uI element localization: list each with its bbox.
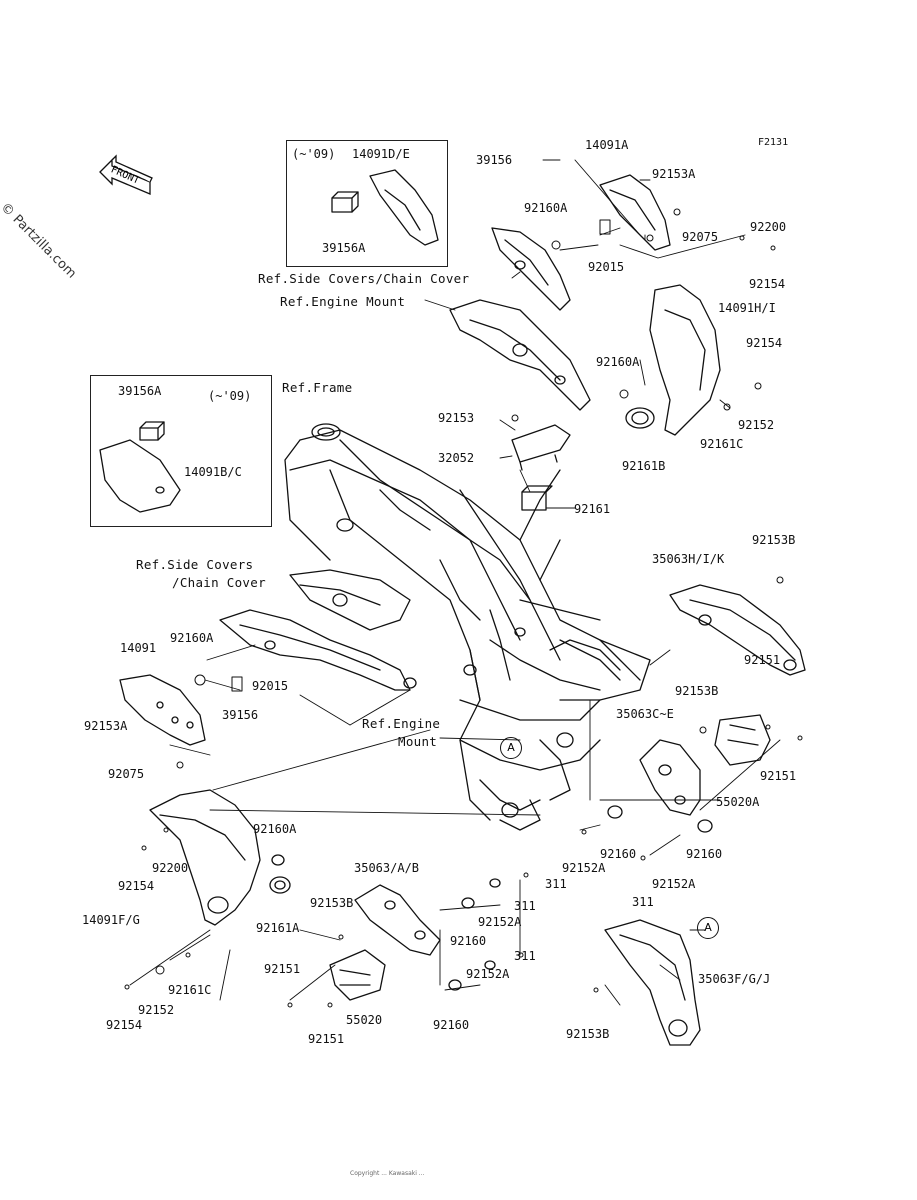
- part-label: 92161B: [622, 459, 666, 473]
- ref-frame: Ref.Frame: [282, 380, 353, 395]
- part-label: 92154: [106, 1018, 143, 1032]
- cover-14091fg-drawing: [149, 789, 291, 926]
- inset-left-part-b: 14091B/C: [184, 465, 242, 479]
- inset-top-part-a: 14091D/E: [352, 147, 410, 161]
- part-label: 92160: [450, 934, 487, 948]
- part-label: 311: [545, 877, 567, 891]
- copyright-notice: Copyright ... Kawasaki ...: [350, 1170, 425, 1177]
- part-label: 92153: [438, 411, 475, 425]
- engine-mount-ref-left-drawing: [219, 609, 417, 691]
- ref-engine-mount-mid-1: Ref.Engine: [362, 716, 441, 731]
- footrest-c-e-drawing: [607, 714, 771, 833]
- side-cover-upper-drawing: [491, 227, 571, 311]
- part-label: 92153A: [84, 719, 128, 733]
- inset-top-part-b: 39156A: [322, 241, 366, 255]
- part-label: 92015: [252, 679, 289, 693]
- part-label: 92200: [152, 861, 189, 875]
- part-label: 92160: [600, 847, 637, 861]
- part-label: 311: [632, 895, 654, 909]
- part-label: 14091: [120, 641, 157, 655]
- part-label: 92151: [264, 962, 301, 976]
- part-label: 35063C~E: [616, 707, 674, 721]
- cover-14091a-drawing: [599, 174, 671, 251]
- part-label: 92152A: [466, 967, 510, 981]
- part-label: 92152A: [562, 861, 606, 875]
- part-label: 92151: [308, 1032, 345, 1046]
- callout-a-frame: A: [500, 737, 522, 759]
- part-label: 92160: [433, 1018, 470, 1032]
- ref-side-covers-top: Ref.Side Covers/Chain Cover: [258, 271, 470, 286]
- bracket-32052-drawing: [511, 424, 571, 511]
- part-label: 92152A: [478, 915, 522, 929]
- inset-box-left: [90, 375, 272, 527]
- part-label: 14091A: [585, 138, 629, 152]
- inset-top-part-drawing: [331, 169, 439, 246]
- part-label: 92160A: [253, 822, 297, 836]
- part-label: 32052: [438, 451, 475, 465]
- side-cover-ref-left-drawing: [289, 569, 411, 631]
- part-label: 311: [514, 949, 536, 963]
- inset-top-year: (~'09): [292, 147, 336, 161]
- part-label: 92075: [108, 767, 145, 781]
- side-cover-left-drawing: [119, 674, 206, 746]
- part-label: 92075: [682, 230, 719, 244]
- ref-side-covers-left-2: /Chain Cover: [172, 575, 266, 590]
- part-label: 39156: [476, 153, 513, 167]
- part-label: 92151: [744, 653, 781, 667]
- part-label: 39156: [222, 708, 259, 722]
- part-label: 92161A: [256, 921, 300, 935]
- cover-14091hi-drawing: [625, 284, 721, 436]
- part-label: 35063/A/B: [354, 861, 420, 875]
- part-label: 92161C: [700, 437, 744, 451]
- inset-left-year: (~'09): [208, 389, 252, 403]
- part-label: 92154: [746, 336, 783, 350]
- footrest-right-drawing: [669, 584, 806, 676]
- part-label: 92153A: [652, 167, 696, 181]
- part-label: 92152: [738, 418, 775, 432]
- footrest-f-g-j-drawing: [604, 919, 701, 1046]
- part-label: 311: [514, 899, 536, 913]
- part-label: 92154: [118, 879, 155, 893]
- part-label: 92151: [760, 769, 797, 783]
- part-label: 92153B: [752, 533, 796, 547]
- part-label: 92152: [138, 1003, 175, 1017]
- part-label: 92160: [686, 847, 723, 861]
- part-label: 14091H/I: [718, 301, 776, 315]
- part-label: 14091F/G: [82, 913, 140, 927]
- part-label: 55020A: [716, 795, 760, 809]
- part-label: 92160A: [170, 631, 214, 645]
- figure-code: F2131: [758, 137, 789, 148]
- part-label: 92153B: [566, 1027, 610, 1041]
- part-label: 92160A: [524, 201, 568, 215]
- inset-left-part-drawing: [99, 421, 181, 513]
- front-arrow-icon: FRONT: [98, 154, 154, 204]
- ref-engine-mount-mid-2: Mount: [398, 734, 438, 749]
- part-label: 92160A: [596, 355, 640, 369]
- part-label: 92161C: [168, 983, 212, 997]
- inset-left-part-a: 39156A: [118, 384, 162, 398]
- part-label: 35063H/I/K: [652, 552, 725, 566]
- part-label: 92153B: [310, 896, 354, 910]
- frame-drawing: [284, 423, 651, 831]
- inset-box-top: [286, 140, 448, 267]
- part-label: 92161: [574, 502, 611, 516]
- part-label: 55020: [346, 1013, 383, 1027]
- part-label: 35063F/G/J: [698, 972, 771, 986]
- part-label: 92154: [749, 277, 786, 291]
- part-label: 92153B: [675, 684, 719, 698]
- fasteners: [124, 208, 803, 1008]
- ref-side-covers-left-1: Ref.Side Covers: [136, 557, 254, 572]
- part-label: 92015: [588, 260, 625, 274]
- callout-a-footrest: A: [697, 917, 719, 939]
- ref-engine-mount-top: Ref.Engine Mount: [280, 294, 406, 309]
- part-label: 92152A: [652, 877, 696, 891]
- engine-mount-upper-drawing: [449, 299, 591, 411]
- part-label: 92200: [750, 220, 787, 234]
